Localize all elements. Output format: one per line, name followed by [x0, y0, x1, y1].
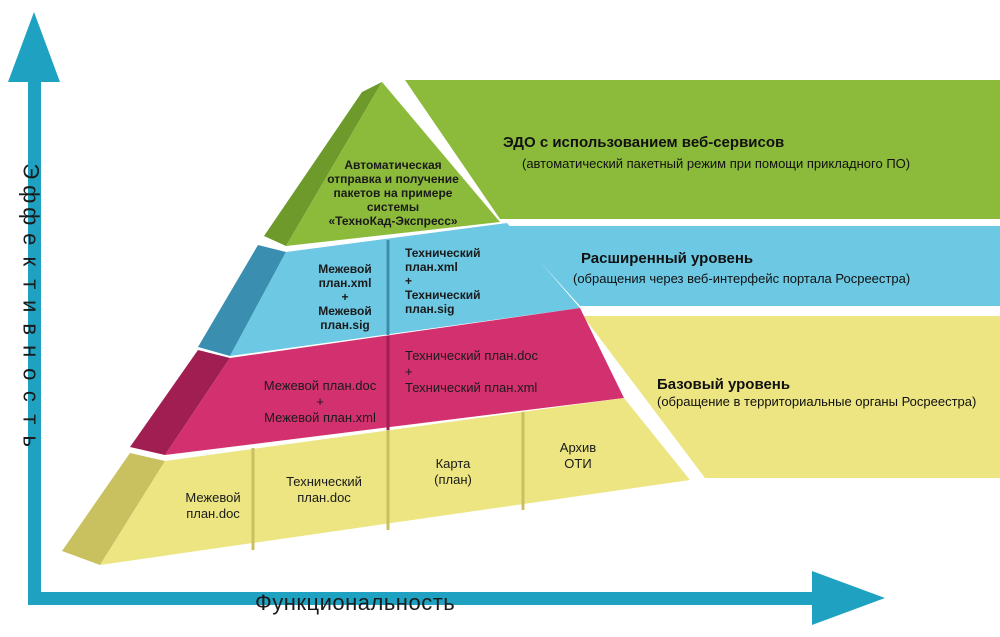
- tier-base: [62, 398, 690, 565]
- band-extended-title: Расширенный уровень: [581, 250, 754, 267]
- y-axis-label-glyph: ь: [18, 435, 44, 447]
- band-basic-title: Базовый уровень: [657, 376, 791, 393]
- base-cell-3: Карта (план): [434, 456, 472, 487]
- top-tier-text: Автоматическая отправка и получение паке…: [327, 158, 459, 228]
- extended-left-cell: Межевой план.xml + Межевой план.sig: [318, 262, 372, 332]
- band-basic-subtitle: (обращение в территориальные органы Роср…: [657, 394, 977, 409]
- band-extended: [508, 226, 1000, 306]
- band-edo: [405, 80, 1000, 219]
- mid-left-cell: Межевой план.doc + Межевой план.xml: [263, 378, 377, 425]
- base-cell-2: Технический план.doc: [286, 474, 362, 505]
- tier-top: [264, 82, 500, 246]
- base-cell-4: Архив ОТИ: [559, 440, 597, 471]
- band-edo-subtitle: (автоматический пакетный режим при помощ…: [522, 156, 911, 171]
- extended-right-cell: Технический план.xml + Технический план.…: [405, 246, 481, 316]
- y-axis: [8, 12, 60, 605]
- band-basic: [583, 316, 1000, 478]
- mid-right-cell: Технический план.doc + Технический план.…: [405, 348, 539, 395]
- tier-mid: [130, 308, 624, 455]
- x-axis-label: Функциональность: [255, 590, 456, 615]
- base-cell-1: Межевой план.doc: [185, 490, 241, 521]
- band-edo-title: ЭДО с использованием веб-сервисов: [503, 134, 785, 151]
- x-axis: [28, 571, 885, 625]
- band-extended-subtitle: (обращения через веб-интерфейс портала Р…: [573, 271, 911, 286]
- tier-extended: [198, 223, 580, 356]
